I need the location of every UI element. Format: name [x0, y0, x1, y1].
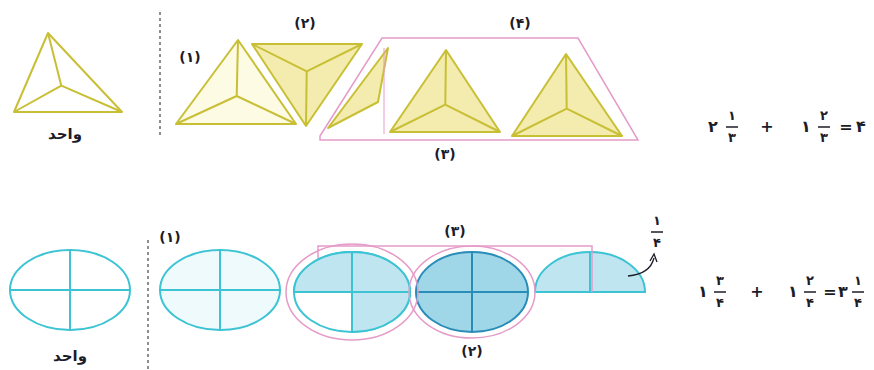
numerator: ۱ — [728, 109, 736, 123]
numerator: ۲ — [820, 109, 828, 123]
triangle — [390, 50, 500, 132]
callout-number: (۱) — [159, 230, 180, 245]
denominator: ۳ — [728, 131, 736, 145]
whole-number: ۳ — [838, 283, 848, 301]
fraction-bar — [726, 126, 738, 128]
circle-division — [160, 250, 280, 330]
unit-triangle — [14, 33, 122, 112]
callout-number: (۴) — [509, 16, 530, 31]
fraction-bar — [651, 231, 663, 233]
numerator: ۲ — [806, 274, 814, 288]
numerator: ۳ — [716, 274, 724, 288]
triangle-group — [14, 33, 622, 136]
group-outline — [286, 244, 418, 340]
circle — [160, 250, 280, 330]
group-outline — [320, 38, 638, 140]
triangle-piece — [328, 48, 388, 128]
denominator: ۴ — [653, 236, 661, 250]
denominator: ۳ — [820, 131, 828, 145]
denominator: ۴ — [806, 296, 814, 310]
unit-caption: واحد — [48, 126, 82, 143]
group-outline — [318, 246, 592, 292]
callout-number: (۳) — [434, 147, 455, 162]
operator: + — [750, 283, 763, 301]
callout-number: (۳) — [444, 224, 465, 239]
half-circle — [535, 252, 645, 292]
triangle-division — [390, 50, 500, 132]
group-outline — [409, 246, 535, 338]
dashed-divider — [148, 12, 160, 370]
denominator: ۴ — [716, 296, 724, 310]
fraction-bar — [651, 127, 864, 292]
fraction-bar — [818, 126, 830, 128]
numerator: ۱ — [854, 274, 862, 288]
operator: + — [760, 118, 773, 136]
arrowhead — [650, 254, 657, 262]
operator: = — [839, 118, 852, 136]
circle-quarter — [352, 292, 410, 332]
denominator: ۴ — [854, 296, 862, 310]
whole-number: ۴ — [856, 118, 866, 136]
circle — [416, 252, 528, 332]
triangle — [512, 54, 622, 136]
unit-circle — [10, 250, 130, 330]
circle — [294, 252, 410, 332]
dashed-divider — [159, 12, 160, 136]
circle-quarter — [294, 252, 352, 292]
callout-number: (۱) — [179, 50, 200, 65]
dashed-divider — [147, 240, 148, 370]
callout-number: (۲) — [461, 344, 482, 359]
circle-division — [10, 250, 130, 330]
triangle-division — [14, 33, 122, 112]
circle-division — [589, 252, 591, 292]
whole-number: ۱ — [801, 118, 811, 136]
triangle-division — [512, 54, 622, 136]
circle-division — [416, 252, 528, 332]
fraction-bar — [852, 291, 864, 293]
whole-number: ۲ — [708, 118, 718, 136]
circle-quarter — [352, 252, 410, 292]
callout-number: (۲) — [294, 16, 315, 31]
whole-number: ۱ — [698, 283, 708, 301]
numerator: ۱ — [653, 214, 661, 228]
whole-number: ۱ — [788, 283, 798, 301]
fraction-bar — [804, 291, 816, 293]
group-outline — [384, 48, 385, 134]
fraction-bar — [714, 291, 726, 293]
unit-caption: واحد — [53, 348, 87, 365]
operator: = — [823, 283, 836, 301]
circle-group — [10, 250, 645, 332]
